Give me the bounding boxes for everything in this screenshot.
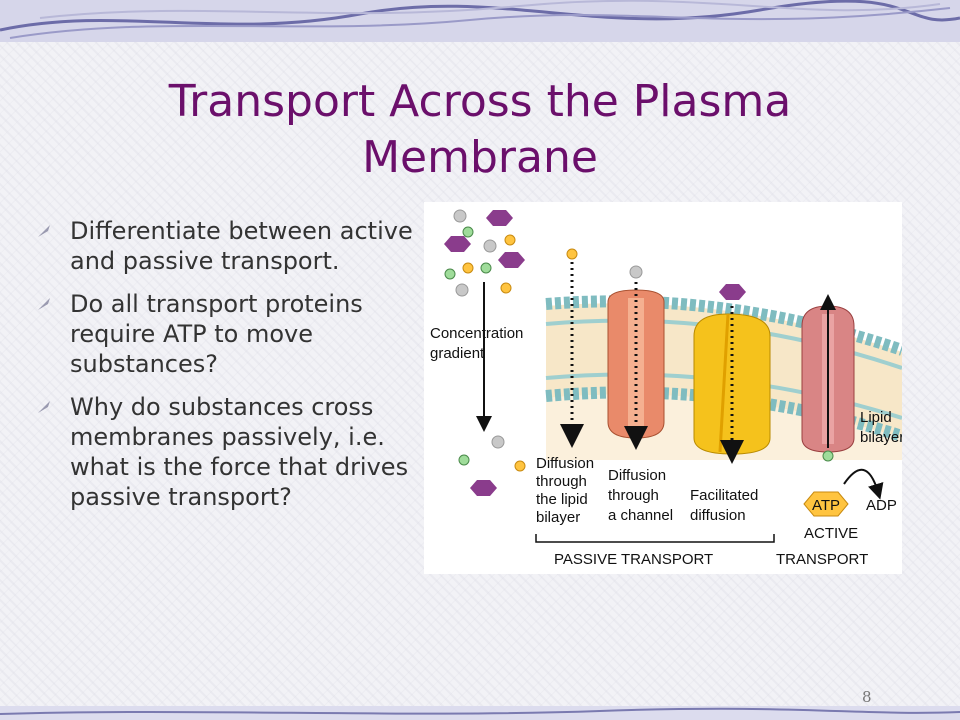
quill-bullet-icon — [38, 225, 50, 237]
page-number: 8 — [862, 688, 872, 706]
facilitated-diffusion-label: Facilitated diffusion — [690, 487, 763, 524]
diagram-canvas: Concentration gradient — [430, 209, 902, 568]
bullet-list: Differentiate between active and passive… — [36, 216, 426, 525]
adp-label: ADP — [866, 497, 897, 514]
quill-bullet-icon — [38, 298, 50, 310]
bullet-text: Why do substances cross membranes passiv… — [70, 393, 409, 511]
atp-pump-protein — [801, 294, 855, 462]
diffusion-lipid-label: Diffusion through the lipid bilayer — [536, 455, 598, 526]
bullet-text: Do all transport proteins require ATP to… — [70, 290, 363, 378]
extracellular-molecules — [444, 209, 525, 297]
carrier-protein — [693, 284, 771, 464]
bottom-decorative-band — [0, 706, 960, 720]
top-decorative-band — [0, 0, 960, 42]
channel-protein — [607, 265, 665, 450]
passive-transport-label: PASSIVE TRANSPORT — [554, 551, 713, 568]
diffusion-channel-label: Diffusion through a channel — [608, 467, 673, 524]
atp-label: ATP — [812, 497, 840, 514]
intracellular-molecules — [458, 435, 526, 496]
bullet-item: Why do substances cross membranes passiv… — [36, 392, 426, 512]
active-transport-label: ACTIVE TRANSPORT — [776, 525, 868, 568]
atp-to-adp: ATP ADP — [803, 468, 897, 517]
concentration-gradient-label: Concentration gradient — [430, 325, 528, 362]
simple-diffusion-path — [560, 248, 584, 448]
bullet-text: Differentiate between active and passive… — [70, 217, 413, 275]
passive-transport-bracket — [535, 534, 775, 543]
lipid-bilayer-label: Lipid bilayer — [860, 409, 902, 446]
membrane-transport-diagram: Concentration gradient — [424, 202, 902, 574]
bullet-item: Do all transport proteins require ATP to… — [36, 289, 426, 379]
quill-bullet-icon — [38, 401, 50, 413]
slide-title: Transport Across the Plasma Membrane — [168, 76, 792, 183]
bullet-item: Differentiate between active and passive… — [36, 216, 426, 276]
